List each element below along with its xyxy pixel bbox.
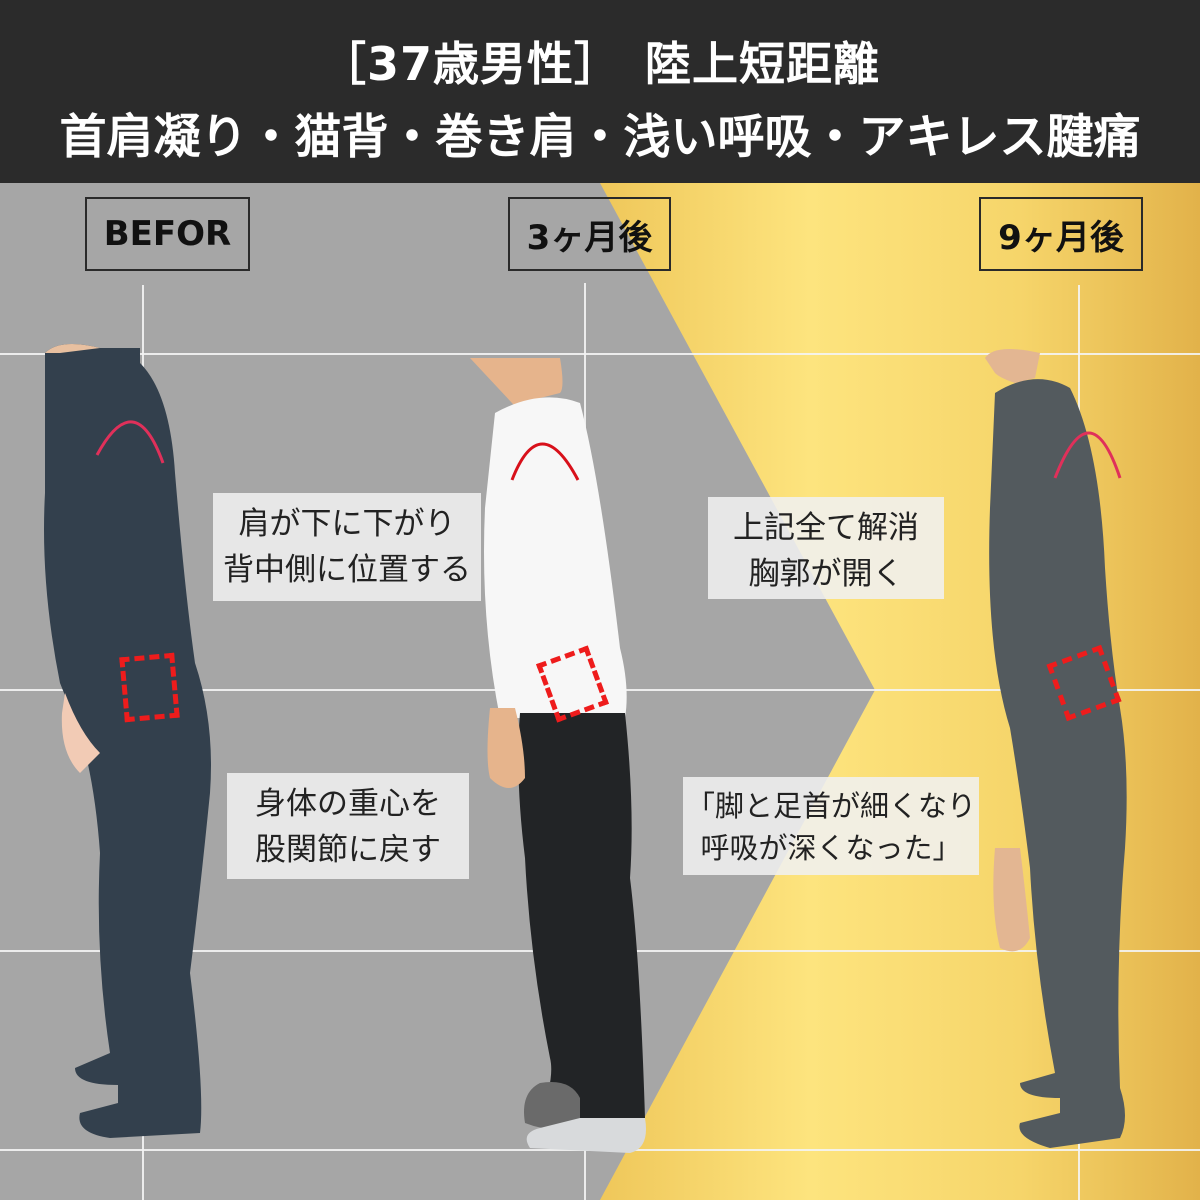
header-banner: ［37歳男性］ 陸上短距離 首肩凝り・猫背・巻き肩・浅い呼吸・アキレス腱痛 — [0, 0, 1200, 183]
person-before-silhouette — [44, 344, 211, 1138]
caption-line: 股関節に戻す — [255, 832, 441, 868]
caption-center-of-gravity: 身体の重心を 股関節に戻す — [227, 773, 469, 879]
caption-line: 身体の重心を — [255, 786, 441, 822]
caption-all-resolved: 上記全て解消 胸郭が開く — [708, 497, 944, 599]
hip-marker-before — [119, 652, 180, 723]
caption-line: 背中側に位置する — [223, 552, 471, 588]
grid-line-horizontal — [0, 353, 1200, 355]
title-line-2: 首肩凝り・猫背・巻き肩・浅い呼吸・アキレス腱痛 — [59, 110, 1141, 165]
caption-shoulder-position: 肩が下に下がり 背中側に位置する — [213, 493, 481, 601]
label-9-months: 9ヶ月後 — [979, 197, 1143, 271]
person-3-months-silhouette — [470, 358, 646, 1153]
caption-line: 肩が下に下がり — [238, 506, 456, 542]
caption-testimonial: 「脚と足首が細くなり 呼吸が深くなった」 — [683, 777, 979, 875]
person-9-months-silhouette — [985, 349, 1127, 1149]
caption-line: 胸郭が開く — [748, 556, 904, 592]
label-3-months: 3ヶ月後 — [508, 197, 671, 271]
caption-line: 「脚と足首が細くなり — [685, 789, 976, 823]
comparison-stage: BEFOR 3ヶ月後 9ヶ月後 肩が下に下がり 背中側に位置する 身体の重心を … — [0, 183, 1200, 1200]
caption-line: 呼吸が深くなった」 — [700, 831, 962, 865]
caption-line: 上記全て解消 — [733, 510, 919, 546]
label-before: BEFOR — [85, 197, 250, 271]
title-line-1: ［37歳男性］ 陸上短距離 — [319, 37, 880, 91]
